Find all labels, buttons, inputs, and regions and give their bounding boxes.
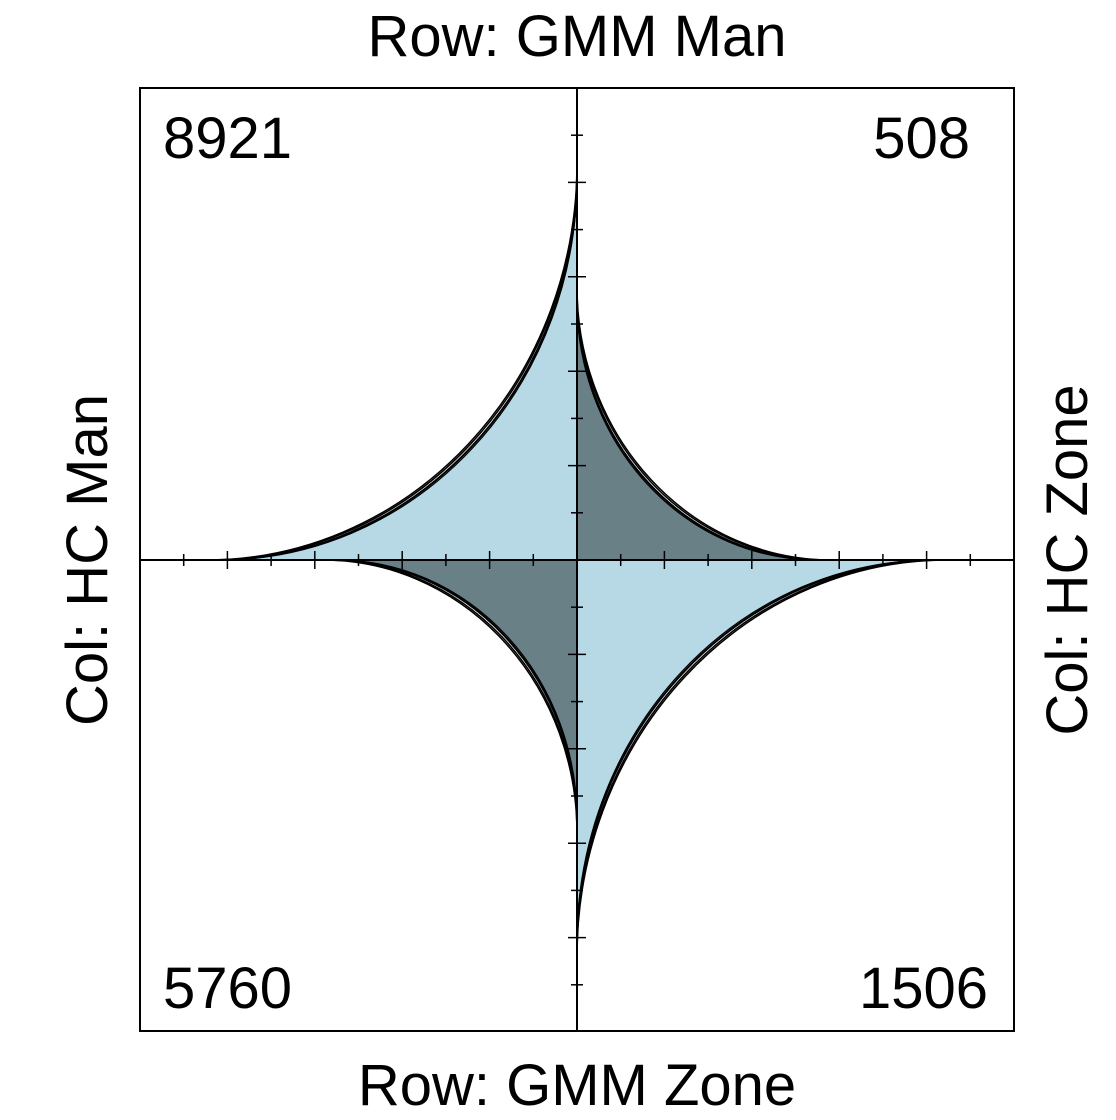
confidence-ring-bottom-left-2: [323, 559, 578, 834]
tick-marks: [182, 134, 972, 986]
sector-top-left: [216, 173, 578, 561]
confidence-ring-inner-top-right: [576, 300, 817, 561]
cell-count-top-right: 508: [873, 106, 970, 171]
confidence-ring-inner-top-left: [220, 177, 578, 561]
sector-bottom-right: [576, 559, 938, 947]
right-margin-label: Col: HC Zone: [1035, 384, 1100, 735]
cell-count-top-left: 8921: [163, 106, 292, 171]
cell-count-bottom-right: 1506: [859, 956, 988, 1021]
bottom-margin-label: Row: GMM Zone: [358, 1053, 796, 1118]
confidence-ring-bottom-right-2: [576, 559, 948, 957]
sector-bottom-left: [333, 559, 578, 824]
confidence-ring-inner-bottom-right: [576, 559, 934, 943]
sectors-layer: [206, 163, 948, 957]
confidence-ring-inner-bottom-left: [337, 559, 578, 820]
axes-layer: [140, 88, 1014, 1031]
top-margin-label: Row: GMM Man: [368, 4, 787, 69]
cell-count-bottom-left: 5760: [163, 956, 292, 1021]
confidence-ring-top-left-2: [206, 163, 578, 561]
confidence-ring-top-right-2: [576, 286, 831, 561]
sector-top-right: [576, 296, 821, 561]
left-margin-label: Col: HC Man: [55, 394, 120, 726]
